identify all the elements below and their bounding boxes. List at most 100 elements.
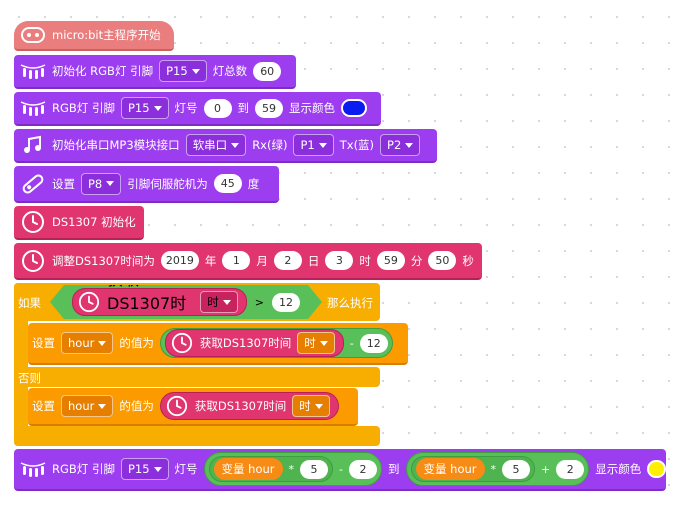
led-strip-icon [20, 58, 46, 84]
to-expression[interactable]: 变量 hour * 5 + 2 [405, 452, 590, 486]
variable-dropdown[interactable]: hour [61, 332, 114, 354]
from-expression[interactable]: 变量 hour * 5 - 2 [203, 452, 383, 486]
variable-dropdown[interactable]: hour [61, 395, 114, 417]
serial-type-dropdown[interactable]: 软串口 [185, 134, 247, 156]
minus-operator: - [339, 462, 344, 476]
servo-block[interactable]: 设置 P8 引脚伺服舵机为 45 度 [14, 166, 279, 203]
end-bar [14, 426, 380, 446]
subtract-value-input[interactable]: 12 [359, 333, 388, 353]
chevron-down-icon [231, 142, 240, 148]
init-rgb-label: 初始化 RGB灯 引脚 [52, 64, 154, 78]
rgb-set-block[interactable]: RGB灯 引脚 P15 灯号 变量 hour * 5 - 2 到 变量 hour… [14, 449, 666, 491]
year-label: 年 [204, 253, 217, 268]
day-label: 日 [307, 253, 320, 268]
month-input[interactable]: 1 [222, 251, 251, 270]
pin-dropdown[interactable]: P8 [81, 172, 122, 195]
multiplier-input[interactable]: 5 [300, 459, 329, 479]
set-variable-block[interactable]: 设置 hour 的值为 获取DS1307时间 时 - 12 [28, 323, 408, 365]
chevron-down-icon [223, 300, 231, 305]
variable-hour-reporter[interactable]: 变量 hour [415, 458, 485, 480]
get-ds1307-reporter[interactable]: 获取DS1307时间 时 [72, 288, 247, 316]
add-value-input[interactable]: 2 [556, 459, 585, 479]
year-input[interactable]: 2019 [160, 251, 199, 270]
rgb-label: RGB灯 引脚 [52, 462, 115, 476]
ds1307-init-label: DS1307 初始化 [52, 215, 136, 229]
time-unit-dropdown[interactable]: 时 [292, 395, 330, 417]
clock-icon [165, 394, 189, 418]
rgb-set-block[interactable]: RGB灯 引脚 P15 灯号 0 到 59 显示颜色 [14, 92, 381, 126]
set-variable-block[interactable]: 设置 hour 的值为 获取DS1307时间 时 [28, 388, 358, 426]
servo-icon [20, 171, 46, 197]
servo-set-label: 设置 [52, 176, 75, 191]
subtract-reporter[interactable]: 获取DS1307时间 时 - 12 [159, 328, 393, 358]
month-label: 月 [256, 253, 268, 268]
pin-dropdown[interactable]: P15 [120, 97, 169, 119]
chevron-down-icon [98, 340, 107, 346]
hour-input[interactable]: 3 [325, 251, 354, 270]
rx-label: Rx(绿) [252, 138, 288, 152]
get-ds1307-reporter[interactable]: 获取DS1307时间 时 [159, 392, 339, 420]
ds1307-adjust-block[interactable]: 调整DS1307时间为 2019 年 1 月 2 日 3 时 59 分 50 秒 [14, 243, 482, 280]
color-swatch-yellow[interactable] [647, 460, 666, 478]
adjust-label: 调整DS1307时间为 [52, 253, 155, 268]
servo-mid-label: 引脚伺服舵机为 [127, 176, 208, 191]
day-input[interactable]: 2 [273, 251, 302, 270]
set-label: 设置 [32, 336, 55, 350]
if-label: 如果 [18, 296, 41, 310]
multiply-reporter[interactable]: 变量 hour * 5 [410, 456, 536, 482]
led-index-label: 灯号 [174, 462, 198, 476]
chevron-down-icon [319, 340, 328, 346]
music-note-icon [20, 132, 46, 158]
led-count-input[interactable]: 60 [253, 61, 282, 81]
time-unit-dropdown[interactable]: 时 [297, 332, 335, 354]
hour-label: 时 [359, 253, 371, 268]
compare-operator[interactable]: > [254, 295, 264, 309]
second-input[interactable]: 50 [428, 251, 457, 270]
led-strip-icon [20, 456, 46, 482]
value-of-label: 的值为 [119, 399, 154, 413]
value-of-label: 的值为 [119, 336, 154, 350]
chevron-down-icon [153, 466, 162, 472]
to-label: 到 [237, 101, 250, 115]
multiplier-input[interactable]: 5 [502, 459, 531, 479]
color-swatch-blue[interactable] [341, 99, 368, 117]
led-strip-icon [20, 95, 46, 121]
subtract-value-input[interactable]: 2 [349, 459, 378, 479]
get-time-label: 获取DS1307时间 [194, 399, 287, 413]
pin-dropdown[interactable]: P15 [159, 60, 207, 82]
chevron-down-icon [98, 403, 107, 409]
minute-input[interactable]: 59 [376, 251, 405, 270]
pin-dropdown[interactable]: P15 [120, 458, 169, 480]
chevron-down-icon [314, 403, 323, 409]
init-mp3-block[interactable]: 初始化串口MP3模块接口 软串口 Rx(绿) P1 Tx(蓝) P2 [14, 129, 437, 163]
second-label: 秒 [462, 253, 474, 268]
chevron-down-icon [318, 142, 327, 148]
led-from-input[interactable]: 0 [203, 98, 232, 118]
hat-block-main[interactable]: micro:bit主程序开始 [14, 21, 174, 51]
chevron-down-icon [153, 105, 162, 111]
else-bar [14, 367, 380, 387]
comparison-condition[interactable]: 获取DS1307时间 时 > 12 [50, 285, 322, 319]
servo-angle-input[interactable]: 45 [213, 174, 242, 193]
led-to-input[interactable]: 59 [255, 98, 284, 118]
microbit-icon [20, 22, 46, 48]
if-else-frame [14, 283, 28, 446]
tx-pin-dropdown[interactable]: P2 [380, 134, 421, 156]
to-label: 到 [388, 462, 400, 476]
plus-operator: + [541, 462, 551, 476]
multiply-operator: * [490, 462, 497, 476]
clock-icon [77, 290, 101, 314]
variable-hour-reporter[interactable]: 变量 hour [213, 458, 283, 480]
minute-label: 分 [410, 253, 423, 268]
time-unit-dropdown[interactable]: 时 [200, 291, 238, 313]
chevron-down-icon [405, 142, 414, 148]
compare-value-input[interactable]: 12 [272, 293, 300, 312]
servo-unit-label: 度 [247, 176, 260, 191]
else-label: 否则 [18, 371, 41, 385]
rx-pin-dropdown[interactable]: P1 [293, 134, 334, 156]
multiply-reporter[interactable]: 变量 hour * 5 [208, 456, 334, 482]
ds1307-init-block[interactable]: DS1307 初始化 [14, 206, 144, 240]
mp3-label: 初始化串口MP3模块接口 [52, 138, 180, 152]
get-ds1307-reporter[interactable]: 获取DS1307时间 时 [164, 329, 344, 357]
init-rgb-block[interactable]: 初始化 RGB灯 引脚 P15 灯总数 60 [14, 55, 296, 89]
